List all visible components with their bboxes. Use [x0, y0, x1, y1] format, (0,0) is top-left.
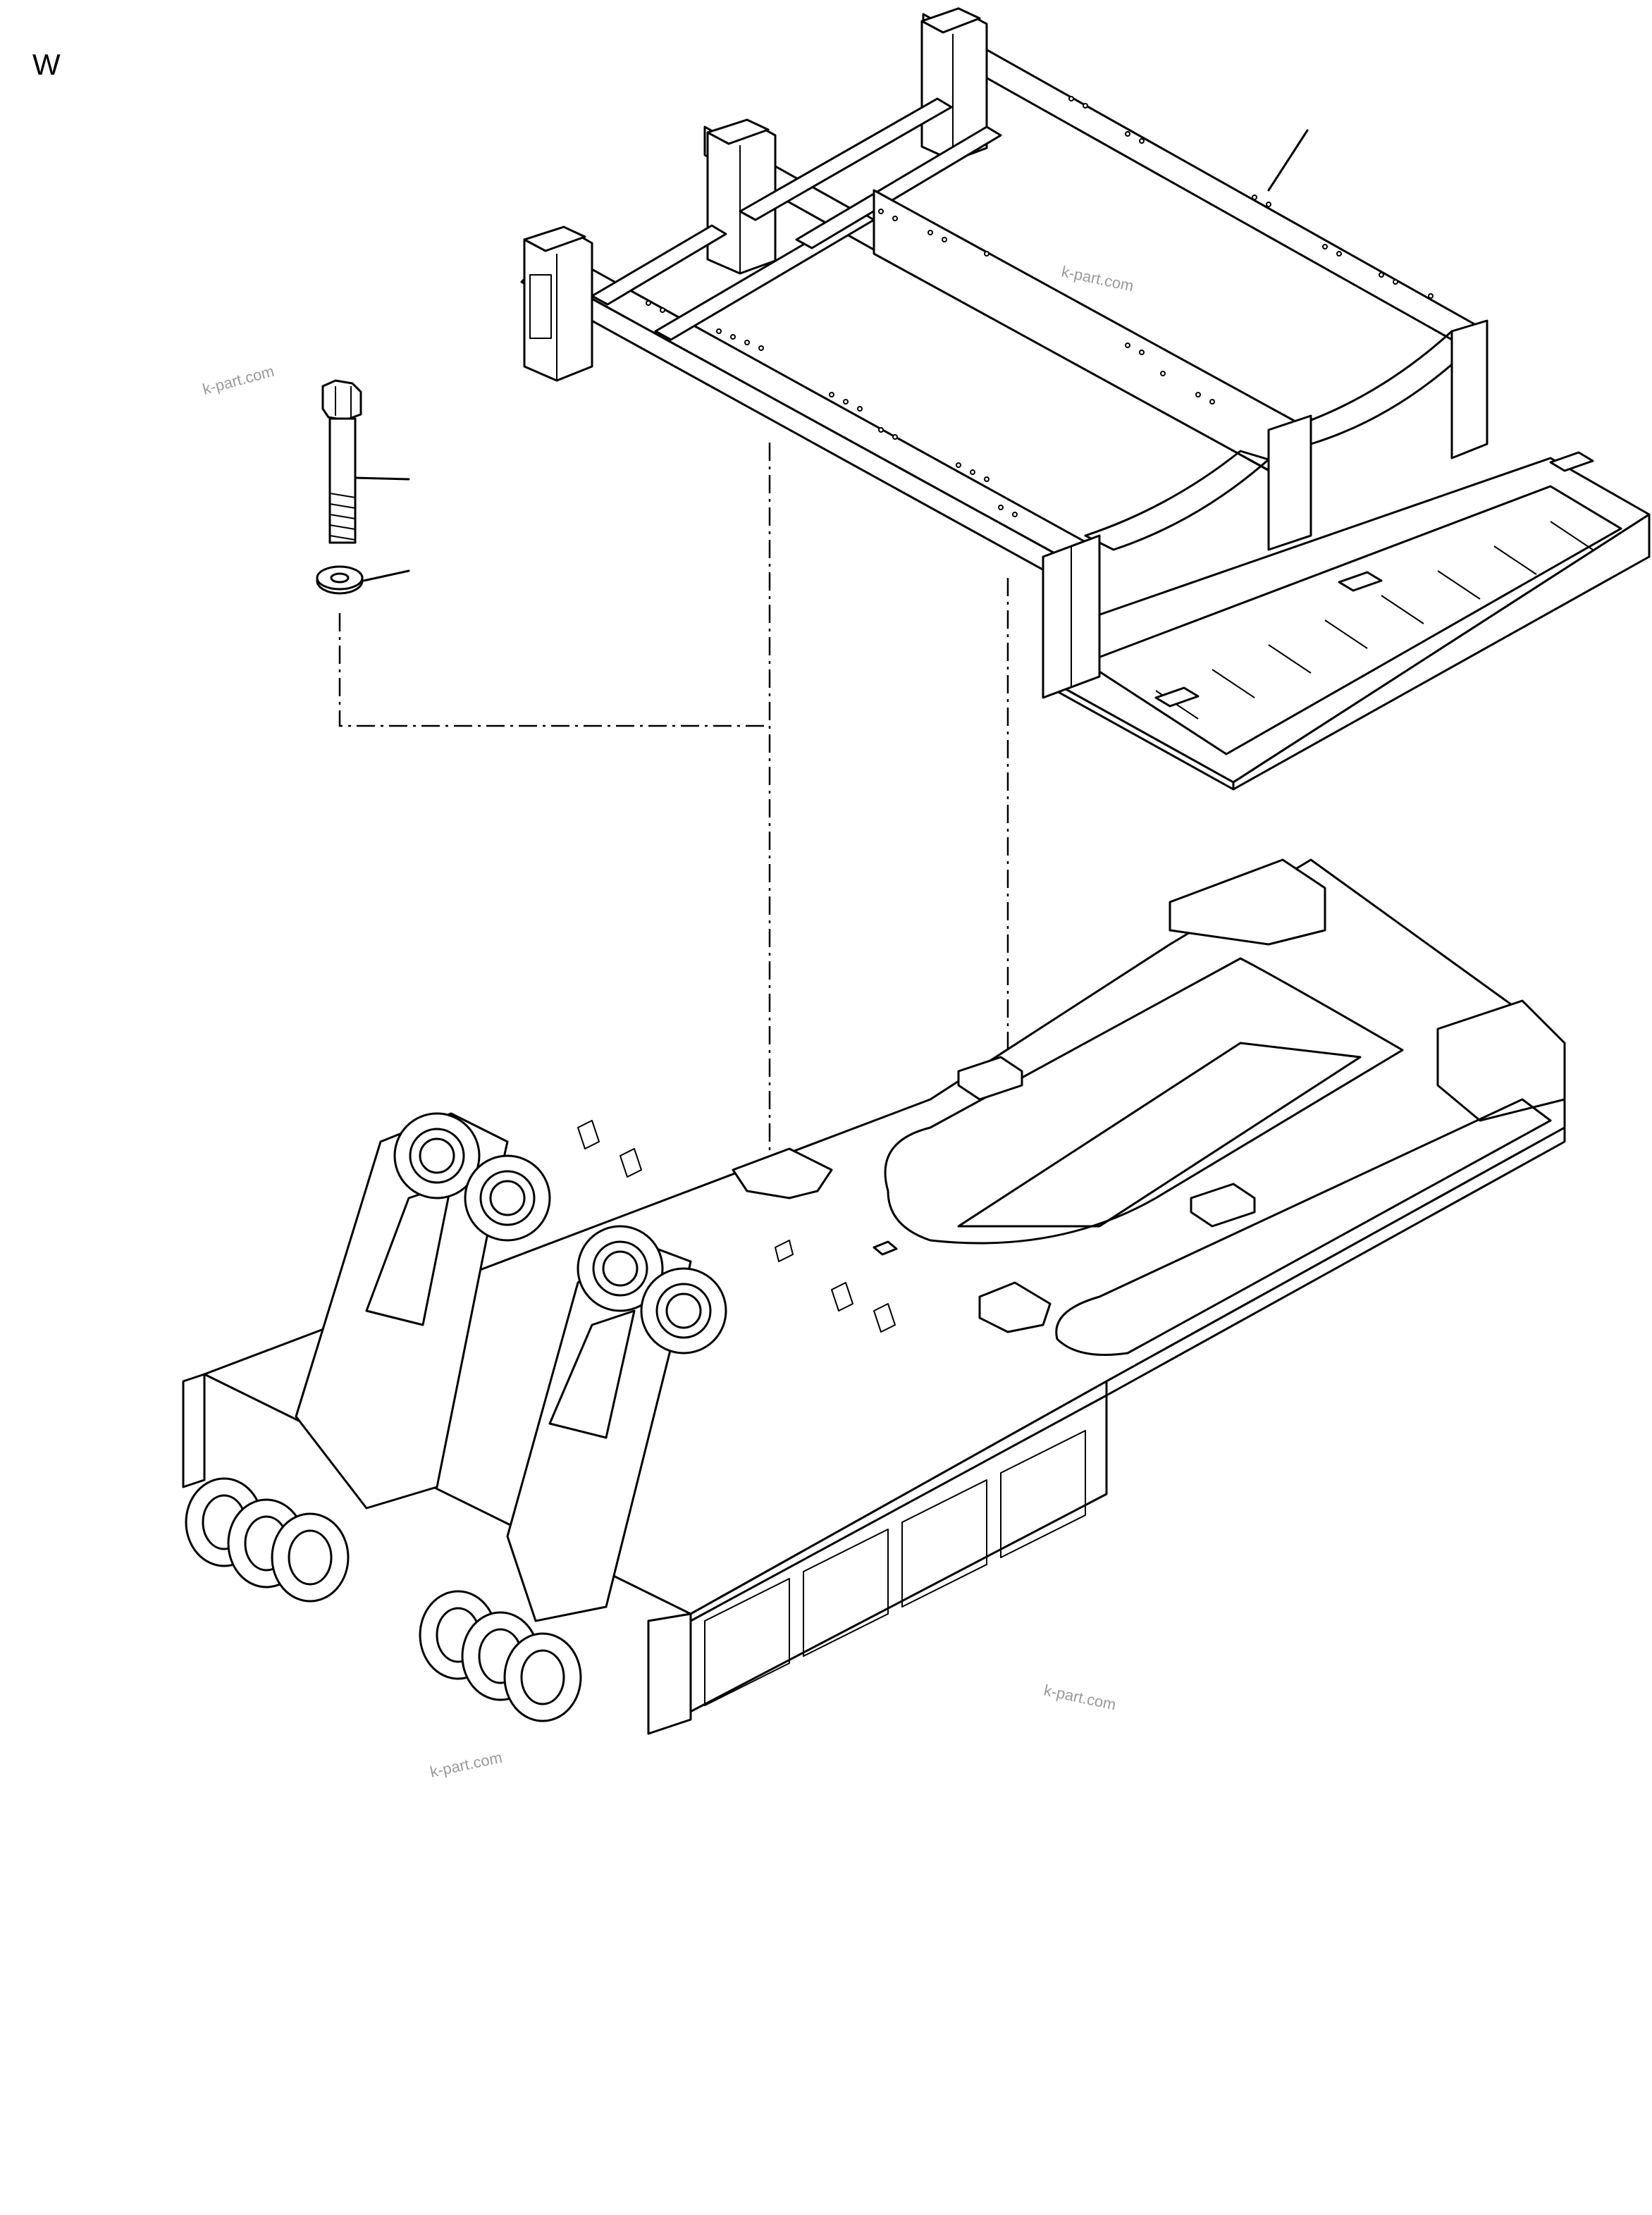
watermark: k-part.com: [201, 362, 276, 398]
revolving-frame: [182, 858, 1566, 1735]
front-lugs: [185, 1477, 582, 1722]
mount-plate: [732, 1147, 833, 1199]
boom-bracket: [506, 1225, 727, 1622]
washer: [316, 565, 364, 595]
watermark: k-part.com: [429, 1748, 504, 1781]
bolt: [321, 379, 362, 544]
bolt-hole-pattern: [646, 96, 1434, 517]
corner-label: W: [32, 48, 61, 81]
upper-frame: [520, 7, 1651, 791]
leader-line: [1267, 129, 1309, 192]
mount-plate: [1190, 1183, 1256, 1228]
boom-bracket: [295, 1112, 551, 1510]
watermark: k-part.com: [1042, 1681, 1118, 1713]
mount-plate: [978, 1281, 1052, 1333]
mount-plate: [957, 1056, 1023, 1101]
watermark: k-part.com: [1060, 262, 1135, 295]
leader-line: [354, 476, 410, 481]
leader-line: [362, 569, 410, 582]
